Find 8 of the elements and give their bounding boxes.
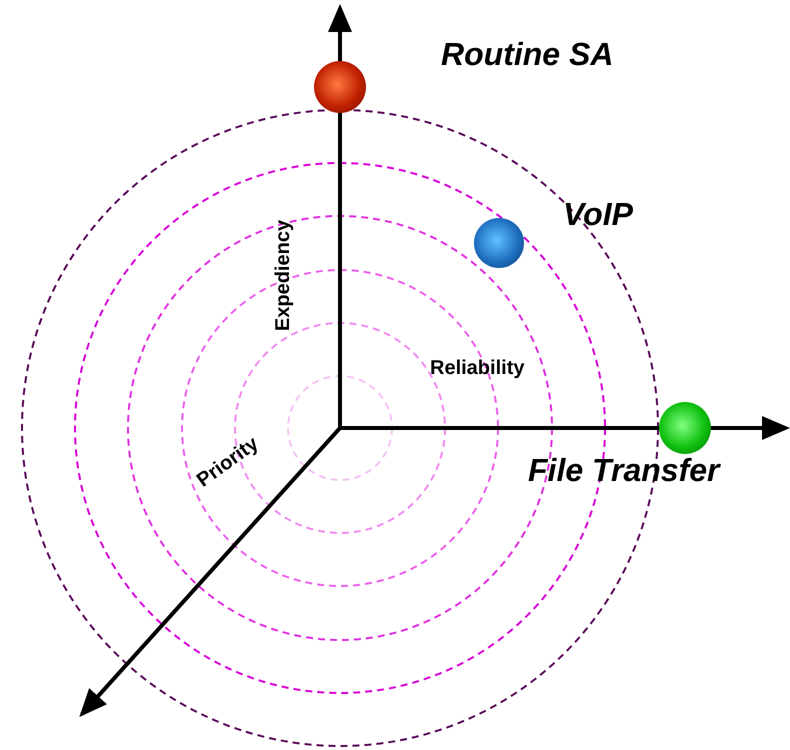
sphere-marker: [474, 218, 524, 268]
axis-label: Reliability: [430, 356, 524, 380]
sphere-marker: [314, 61, 366, 113]
point-label: File Transfer: [528, 452, 720, 489]
point-label: Routine SA: [441, 36, 614, 73]
sphere-marker: [659, 402, 711, 454]
point-label: VoIP: [563, 196, 633, 233]
axis-label: Expediency: [272, 219, 295, 331]
